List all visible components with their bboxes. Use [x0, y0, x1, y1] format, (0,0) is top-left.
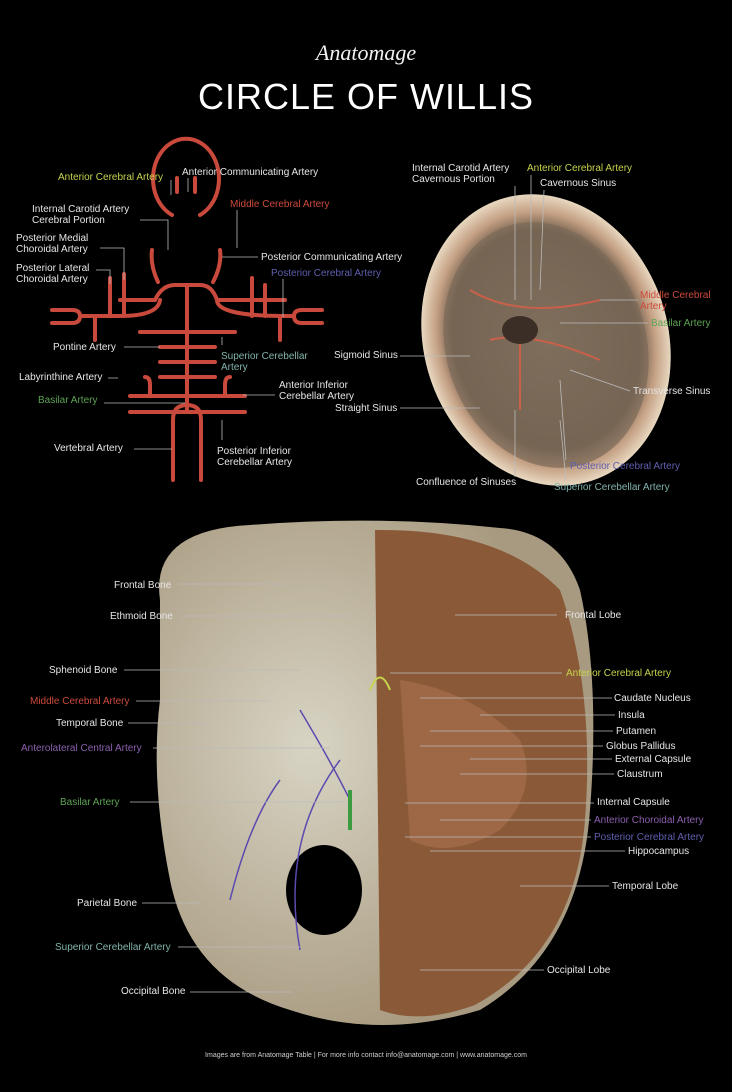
label-occipital-lobe: Occipital Lobe: [547, 965, 611, 976]
label-posterior-cerebral-artery: Posterior Cerebral Artery: [570, 461, 681, 472]
label-external-capsule: External Capsule: [615, 754, 692, 765]
label-caudate-nucleus: Caudate Nucleus: [614, 693, 691, 704]
label-middle-cerebral-artery: Middle Cerebral Artery: [640, 290, 711, 312]
skull-leader-lines: [400, 175, 648, 481]
label-anterior-cerebral-artery: Anterior Cerebral Artery: [58, 172, 164, 183]
label-anterior-cerebral-artery: Anterior Cerebral Artery: [566, 668, 672, 679]
label-claustrum: Claustrum: [617, 769, 663, 780]
label-internal-carotid-cavernous: Internal Carotid Artery Cavernous Portio…: [412, 163, 510, 185]
skull-axial-image: [421, 194, 671, 486]
label-parietal-bone: Parietal Bone: [77, 898, 138, 909]
label-anterior-communicating-artery: Anterior Communicating Artery: [182, 167, 319, 178]
label-posterior-communicating-artery: Posterior Communicating Artery: [261, 252, 403, 263]
label-straight-sinus: Straight Sinus: [335, 403, 398, 414]
label-frontal-lobe: Frontal Lobe: [565, 610, 622, 621]
brain-leader-lines: [124, 583, 625, 993]
label-ethmoid-bone: Ethmoid Bone: [110, 611, 173, 622]
label-superior-cerebellar-artery: Superior Cerebellar Artery: [554, 482, 670, 493]
label-basilar-artery: Basilar Artery: [60, 797, 120, 808]
brain-skull-base-image: [156, 520, 594, 1025]
label-insula: Insula: [618, 710, 645, 721]
label-superior-cerebellar-artery: Superior Cerebellar Artery: [221, 351, 308, 373]
label-occipital-bone: Occipital Bone: [121, 986, 186, 997]
label-middle-cerebral-artery: Middle Cerebral Artery: [30, 696, 130, 707]
label-temporal-lobe: Temporal Lobe: [612, 881, 679, 892]
label-labyrinthine-artery: Labyrinthine Artery: [19, 372, 103, 383]
label-anterior-inferior-cerebellar: Anterior Inferior Cerebellar Artery: [279, 380, 355, 402]
label-temporal-bone: Temporal Bone: [56, 718, 124, 729]
label-transverse-sinus: Transverse Sinus: [633, 386, 711, 397]
label-frontal-bone: Frontal Bone: [114, 580, 172, 591]
label-anterior-cerebral-artery: Anterior Cerebral Artery: [527, 163, 633, 174]
label-basilar-artery: Basilar Artery: [38, 395, 98, 406]
label-posterior-inferior-cerebellar: Posterior Inferior Cerebellar Artery: [217, 446, 293, 468]
label-posterior-cerebral-artery: Posterior Cerebral Artery: [271, 268, 382, 279]
label-anterolateral-central-artery: Anterolateral Central Artery: [21, 743, 142, 754]
label-globus-pallidus: Globus Pallidus: [606, 741, 676, 752]
label-cavernous-sinus: Cavernous Sinus: [540, 178, 617, 189]
artery-schematic: [50, 136, 324, 482]
label-posterior-medial-choroidal: Posterior Medial Choroidal Artery: [16, 233, 89, 255]
label-internal-capsule: Internal Capsule: [597, 797, 670, 808]
label-putamen: Putamen: [616, 726, 657, 737]
footer-credits: Images are from Anatomage Table | For mo…: [205, 1052, 527, 1059]
label-anterior-choroidal-artery: Anterior Choroidal Artery: [594, 815, 704, 826]
label-superior-cerebellar-artery: Superior Cerebellar Artery: [55, 942, 171, 953]
anatomage-logo: Anatomage: [315, 40, 417, 65]
label-posterior-lateral-choroidal: Posterior Lateral Choroidal Artery: [16, 263, 90, 285]
label-sphenoid-bone: Sphenoid Bone: [49, 665, 118, 676]
label-middle-cerebral-artery: Middle Cerebral Artery: [230, 199, 330, 210]
label-posterior-cerebral-artery: Posterior Cerebral Artery: [594, 832, 705, 843]
label-vertebral-artery: Vertebral Artery: [54, 443, 123, 454]
page-title: CIRCLE OF WILLIS: [197, 76, 535, 117]
label-sigmoid-sinus: Sigmoid Sinus: [334, 350, 398, 361]
label-basilar-artery: Basilar Artery: [651, 318, 711, 329]
label-pontine-artery: Pontine Artery: [53, 342, 116, 353]
label-confluence-of-sinuses: Confluence of Sinuses: [416, 477, 517, 488]
label-hippocampus: Hippocampus: [628, 846, 690, 857]
label-internal-carotid-cerebral: Internal Carotid Artery Cerebral Portion: [32, 204, 130, 226]
diagram-leader-lines: [96, 178, 284, 450]
